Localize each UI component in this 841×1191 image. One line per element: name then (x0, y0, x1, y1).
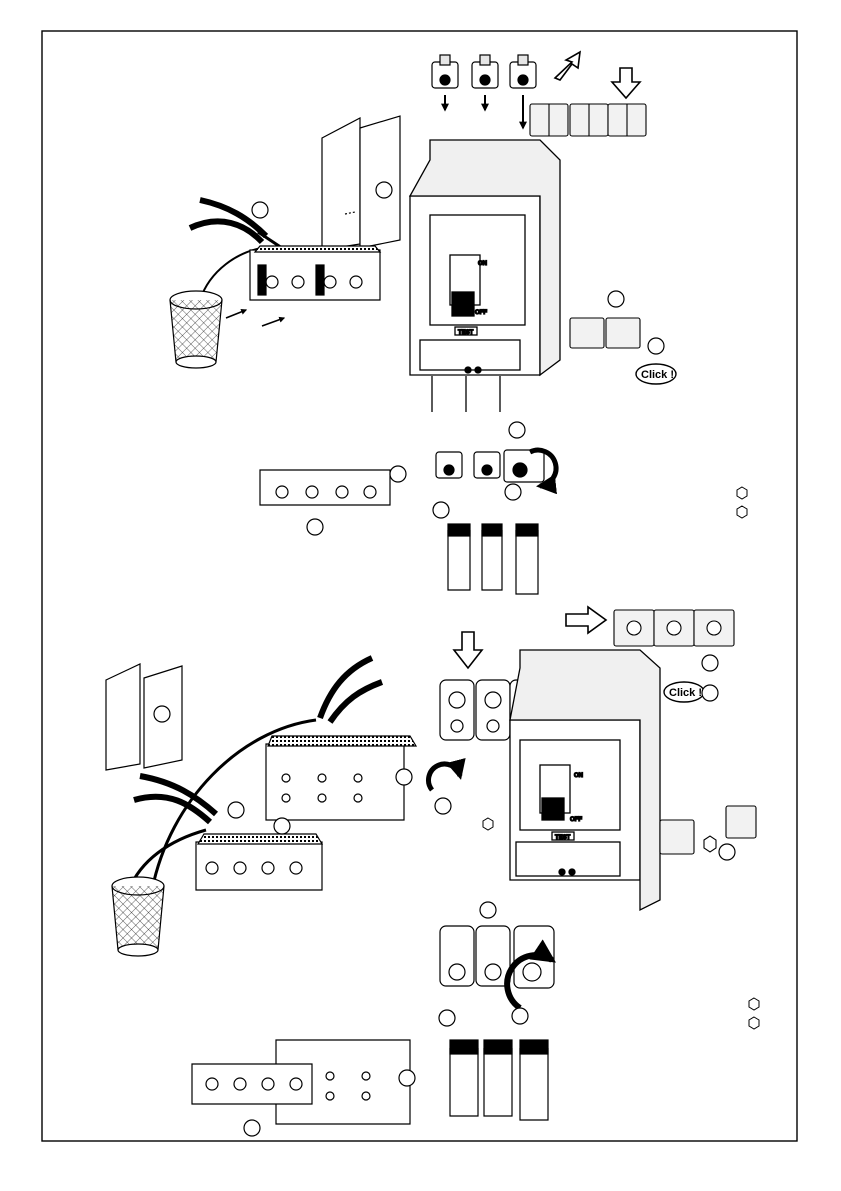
cables (448, 524, 538, 594)
lower-lug-terminals (436, 450, 544, 482)
click-label: Click ! (669, 687, 702, 699)
top-phase-separators (530, 104, 646, 136)
lower-terminal-cover (192, 1064, 312, 1104)
on-label: ON (478, 261, 487, 267)
breaker-icon: ON OFF TEST (510, 650, 660, 910)
down-arrow-icon (454, 632, 482, 668)
cables (450, 1040, 548, 1120)
top-phase-separators (614, 610, 734, 646)
lower-terminal-cover (260, 470, 390, 505)
off-label: OFF (570, 817, 582, 823)
on-label: ON (574, 773, 583, 779)
top-lug-terminals (432, 55, 536, 128)
test-button: TEST (458, 330, 474, 336)
lower-phase-separators (570, 318, 640, 348)
top-assembly: ON OFF TEST Click ! (170, 52, 747, 594)
waste-bin-icon (170, 291, 222, 368)
bottom-assembly: Click ! (106, 607, 759, 1136)
terminal-cover (250, 246, 380, 300)
terminal-shroud (266, 736, 416, 820)
tighten-arrow-icon (429, 764, 460, 790)
phase-barrier-plates (106, 664, 182, 770)
pliers-icon (320, 658, 382, 722)
lug-terminal (432, 55, 458, 110)
waste-bin-icon (112, 877, 164, 956)
down-arrow-icon (612, 68, 640, 98)
test-button: TEST (555, 835, 571, 841)
off-label: OFF (475, 310, 487, 316)
right-arrow-icon (566, 607, 606, 633)
screw-icon (226, 310, 284, 326)
click-label: Click ! (641, 369, 674, 381)
insert-arrow-icon (555, 52, 580, 80)
click-callout: Click ! (636, 364, 676, 384)
lower-phase-separators (660, 806, 756, 854)
hex-key-icon (737, 487, 747, 518)
click-callout: Click ! (664, 682, 704, 702)
terminal-cover (196, 834, 322, 890)
breaker-icon: ON OFF TEST (410, 140, 560, 412)
lug-terminal (472, 55, 498, 110)
pliers-icon (190, 200, 282, 248)
